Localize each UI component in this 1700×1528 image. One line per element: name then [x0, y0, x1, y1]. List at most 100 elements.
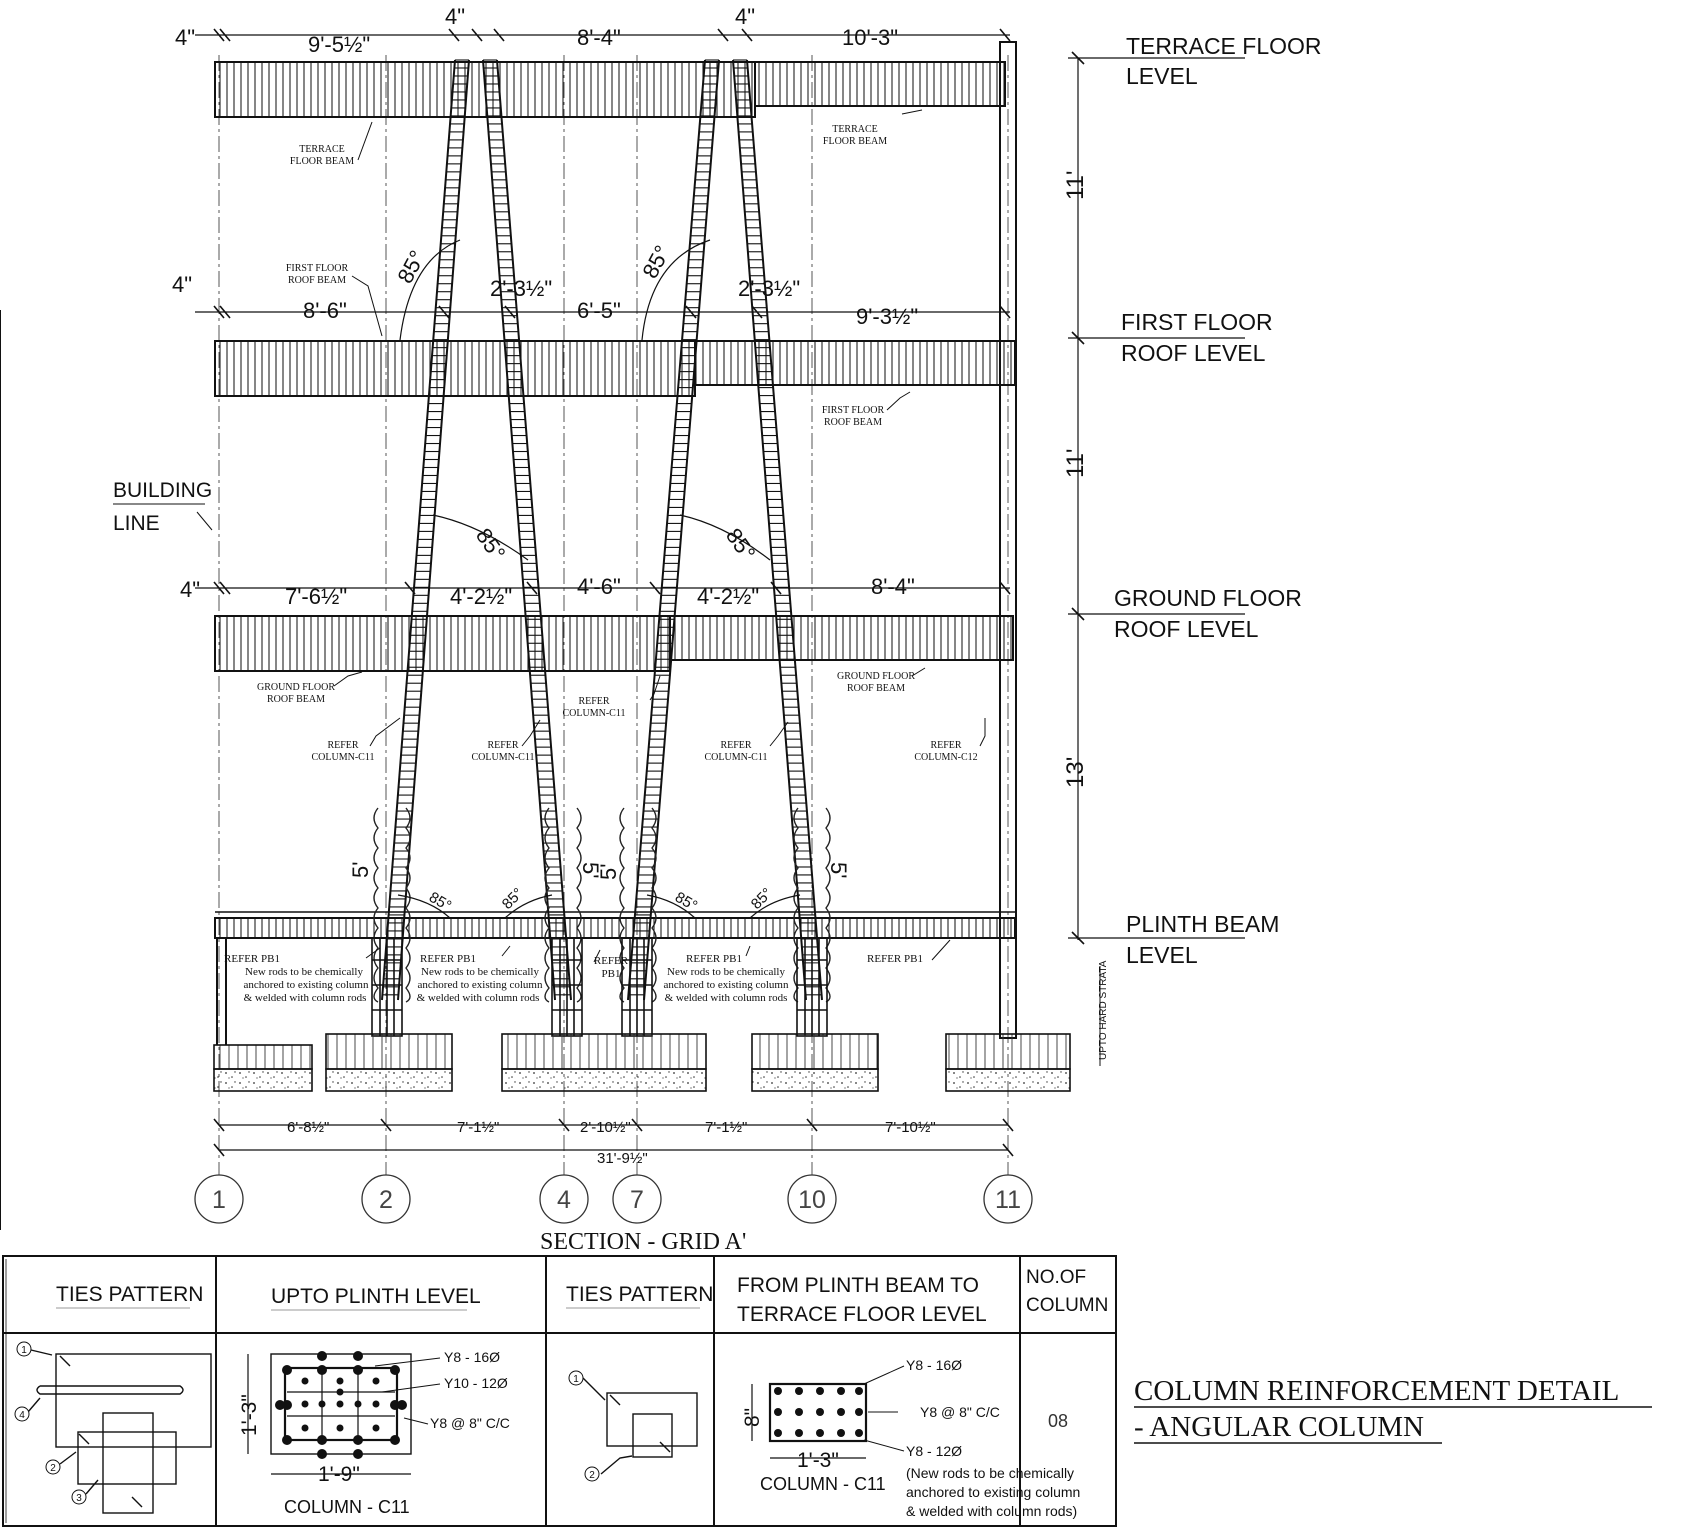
grid-bubble-2: 2 — [361, 1174, 411, 1224]
rebar-12 — [301, 1377, 309, 1385]
angle-label-plinth-4: 85° — [748, 885, 776, 913]
note-ground-2b: ROOF BEAM — [847, 683, 905, 694]
footing-grid-4-7 — [501, 1033, 707, 1092]
dim-terrace-1: 9'-5½" — [308, 32, 370, 57]
plinth-column-detail — [247, 1353, 441, 1475]
rebar-12 — [354, 1400, 362, 1408]
table-headers: TIES PATTERN UPTO PLINTH LEVEL TIES PATT… — [56, 1267, 1108, 1326]
upper-column-bars — [774, 1387, 863, 1437]
upper-callout-2: Y8 @ 8" C/C — [920, 1404, 1000, 1420]
first-dims: 4" 8'-6" 2'-3½" 6'-5" 2'-3½" 9'-3½" — [172, 272, 918, 329]
rebar — [816, 1408, 824, 1416]
dim-ground-2: 4'-2½" — [450, 584, 512, 609]
grid-bubble-label: 2 — [379, 1186, 393, 1214]
leader-lines — [196, 109, 986, 963]
rebar — [837, 1387, 845, 1395]
rebar — [855, 1387, 863, 1395]
plinth-height: 1'-3" — [238, 1394, 261, 1436]
rebar-12 — [301, 1424, 309, 1432]
rebar-16 — [390, 1365, 400, 1375]
upper-column-detail — [751, 1365, 905, 1459]
angle-labels: 85° 85° 85° 85° — [392, 241, 760, 565]
rebar — [855, 1429, 863, 1437]
footing-grid-1 — [213, 1044, 313, 1092]
tie-marker-2: 2 — [584, 1466, 600, 1482]
rebar-16 — [353, 1449, 363, 1459]
angle-label-first-2: 85° — [637, 241, 675, 282]
plinth-callout-1: Y8 - 16Ø — [444, 1349, 500, 1365]
dim-first-1: 8'-6" — [303, 298, 347, 323]
plinth-anchor-2b: anchored to existing column — [418, 979, 543, 991]
rebar-16 — [353, 1365, 363, 1375]
rebar-16 — [390, 1400, 400, 1410]
upto-hard-strata: UPTO HARD STRATA — [1098, 960, 1109, 1060]
plinth-anchor-1a: New rods to be chemically — [245, 966, 363, 978]
colref-2b: COLUMN-C11 — [472, 752, 535, 763]
dim-ground-4: 4'-2½" — [697, 584, 759, 609]
colref-1b: COLUMN-C11 — [312, 752, 375, 763]
upper-note-3: & welded with column rods) — [906, 1503, 1077, 1519]
angle-label-plinth-1: 85° — [426, 889, 454, 915]
plinth-anchor-2c: & welded with column rods — [417, 992, 540, 1004]
grid-bubble-label: 7 — [630, 1186, 644, 1214]
grid-bubble-label: 11 — [995, 1186, 1021, 1214]
tie-marker-2: 2 — [45, 1459, 61, 1475]
plinth-angle-labels: 85° 85° 85° 85° — [426, 885, 776, 915]
note-terrace-2a: TERRACE — [832, 124, 878, 135]
footings — [213, 1033, 1071, 1092]
storey-height-ground: 13' — [1062, 757, 1089, 788]
bottom-dims: 6'-8½" 7'-1½" 2'-10½" 7'-1½" 7'-10½" 31'… — [287, 1119, 936, 1167]
dim-ground-0: 4" — [180, 577, 200, 602]
dim-bottom-1: 7'-1½" — [457, 1119, 499, 1136]
angle-label-first-1: 85° — [392, 246, 430, 287]
rebar-12 — [318, 1400, 326, 1408]
level-first-line1: FIRST FLOOR — [1121, 309, 1273, 335]
plinth-anchor-1c: & welded with column rods — [244, 992, 367, 1004]
rebar-16 — [282, 1435, 292, 1445]
ground-dims: 4" 7'-6½" 4'-2½" 4'-6" 4'-2½" 8'-4" — [180, 574, 915, 609]
grid-bubble-10: 10 — [787, 1174, 837, 1224]
rebar-12 — [372, 1377, 380, 1385]
rebar-16 — [317, 1351, 327, 1361]
rebar-16 — [353, 1435, 363, 1445]
plinth-refer-1: REFER PB1 — [224, 953, 280, 965]
plinth-refer-5: REFER PB1 — [867, 953, 923, 965]
jacket-label-1: 5' — [348, 862, 373, 878]
colref-5b: COLUMN-C12 — [914, 752, 977, 763]
level-plinth-line1: PLINTH BEAM — [1126, 911, 1279, 937]
grid-bubble-label: 1 — [212, 1186, 226, 1214]
note-ground-1a: GROUND FLOOR — [257, 682, 335, 693]
section-title: SECTION - GRID A' — [540, 1229, 746, 1255]
dim-ground-5: 8'-4" — [871, 574, 915, 599]
jacket-label-4: 5' — [826, 862, 851, 878]
level-ground-line1: GROUND FLOOR — [1114, 585, 1302, 611]
dim-terrace-4: 4" — [735, 4, 755, 29]
rebar — [795, 1408, 803, 1416]
jacket-label-2: 5' — [578, 862, 603, 878]
terrace-floor-beam — [214, 61, 1006, 118]
plinth-anchor-2a: New rods to be chemically — [421, 966, 539, 978]
upper-callout-1: Y8 - 16Ø — [906, 1357, 962, 1373]
level-terrace-line2: LEVEL — [1126, 63, 1198, 89]
plinth-column-bars — [275, 1351, 407, 1459]
column-count-value: 08 — [1048, 1411, 1068, 1431]
colref-3b: COLUMN-C11 — [563, 708, 626, 719]
upper-caption: COLUMN - C11 — [760, 1474, 886, 1494]
column-ties — [382, 59, 822, 996]
dim-first-3: 6'-5" — [577, 298, 621, 323]
dim-first-0: 4" — [172, 272, 192, 297]
colref-3a: REFER — [578, 696, 609, 707]
footing-grid-11 — [945, 1033, 1071, 1092]
rebar — [774, 1387, 782, 1395]
note-terrace-2b: FLOOR BEAM — [823, 136, 887, 147]
colref-2a: REFER — [487, 740, 518, 751]
dim-first-5: 9'-3½" — [856, 304, 918, 329]
column-refs: REFER COLUMN-C11 REFER COLUMN-C11 REFER … — [312, 696, 978, 763]
note-first-1a: FIRST FLOOR — [286, 263, 349, 274]
terrace-dims: 4" 9'-5½" 4" 8'-4" 4" 10'-3" — [175, 4, 898, 57]
rebar-16 — [282, 1365, 292, 1375]
note-ground-2a: GROUND FLOOR — [837, 671, 915, 682]
tie-marker-3: 3 — [71, 1489, 87, 1505]
upper-note-1: (New rods to be chemically — [906, 1465, 1074, 1481]
